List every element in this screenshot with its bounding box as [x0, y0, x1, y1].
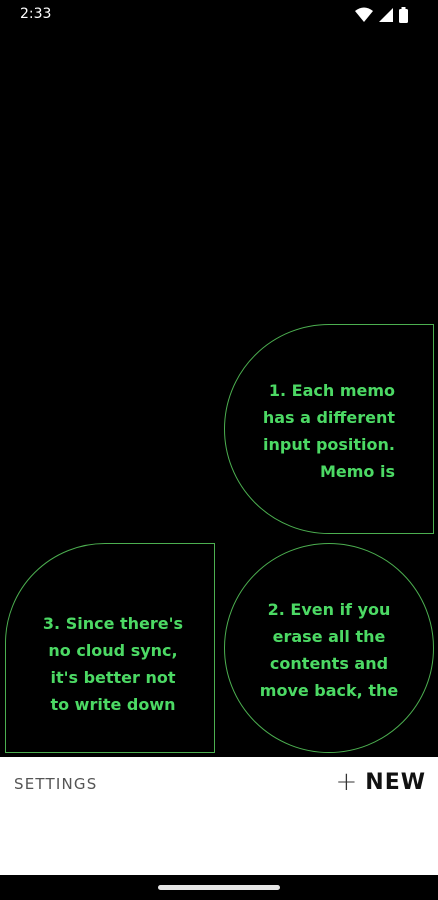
memo-card-3[interactable]: 3. Since there's no cloud sync, it's bet…	[5, 543, 215, 753]
new-memo-button[interactable]: + NEW	[335, 769, 426, 795]
status-time: 2:33	[20, 6, 52, 22]
home-indicator[interactable]	[158, 885, 280, 890]
bottom-bar: SETTINGS + NEW	[0, 757, 438, 875]
new-label: NEW	[365, 769, 426, 795]
memo-card-1[interactable]: 1. Each memo has a different input posit…	[224, 324, 434, 534]
status-icons	[355, 6, 408, 24]
memo-card-2[interactable]: 2. Even if you erase all the contents an…	[224, 543, 434, 753]
plus-icon: +	[335, 767, 358, 797]
memo-text-3: 3. Since there's no cloud sync, it's bet…	[42, 614, 184, 714]
memo-text-2: 2. Even if you erase all the contents an…	[259, 600, 399, 700]
settings-button[interactable]: SETTINGS	[14, 775, 98, 793]
memo-text-1: 1. Each memo has a different input posit…	[262, 381, 395, 481]
navigation-bar	[0, 875, 438, 900]
signal-icon	[379, 8, 393, 22]
status-bar: 2:33	[0, 0, 438, 30]
battery-icon	[399, 7, 408, 23]
wifi-icon	[355, 7, 373, 22]
